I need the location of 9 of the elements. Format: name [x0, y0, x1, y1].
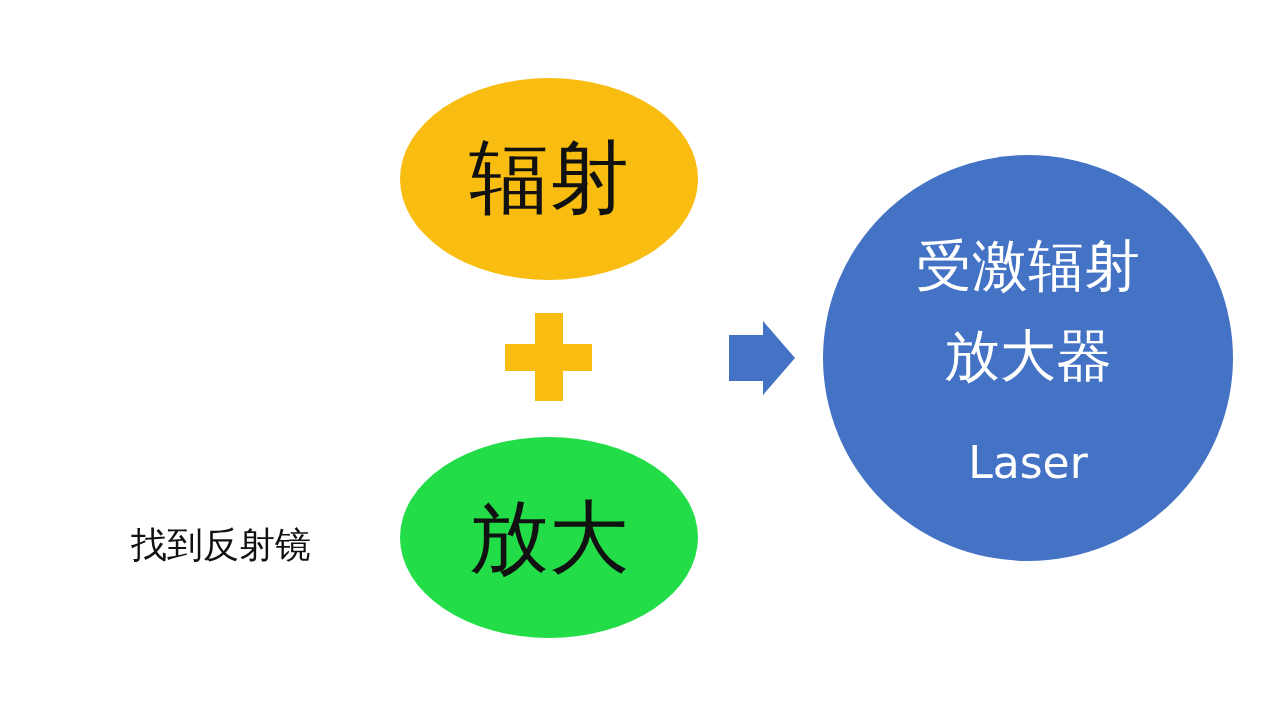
block-arrow: [729, 321, 795, 395]
node-label: 受激辐射放大器: [915, 232, 1141, 390]
node-sublabel: Laser: [967, 436, 1089, 490]
node-label: 放大: [468, 490, 630, 586]
circle-node: [823, 155, 1233, 561]
note-text: 找到反射镜: [131, 523, 311, 567]
node-label: 辐射: [468, 130, 630, 226]
oval-node: [400, 437, 698, 638]
oval-node: [400, 78, 698, 280]
